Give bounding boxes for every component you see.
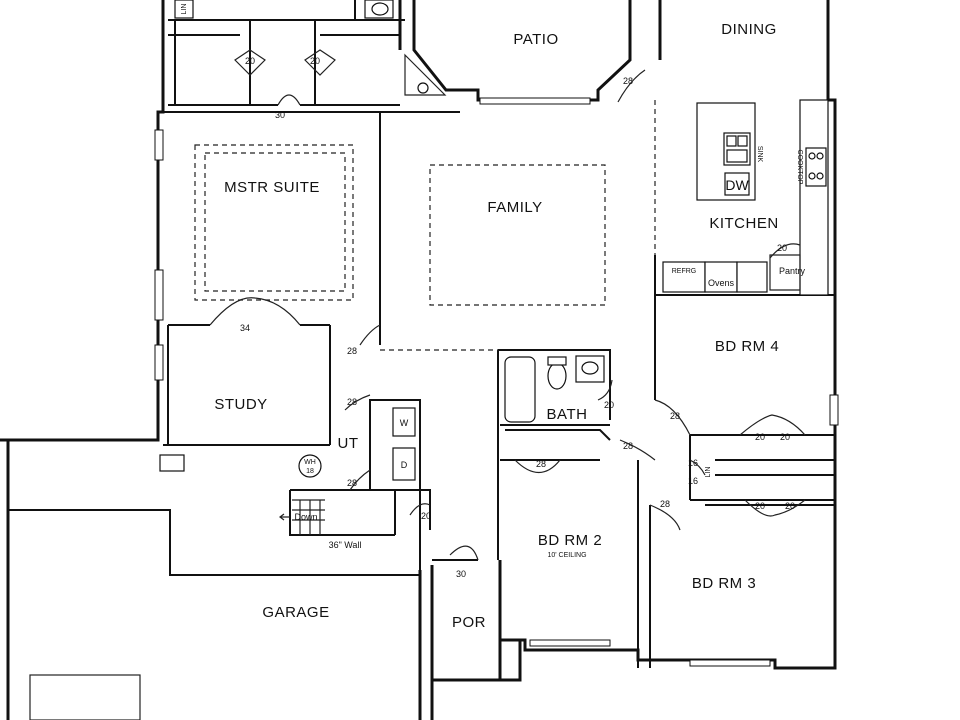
door-label: 30: [456, 569, 466, 579]
mstr-ceiling-inner: [204, 152, 346, 292]
door-labels: 20 20 30 28 20 34 28 28 28 20 28 28 20 2…: [240, 56, 795, 579]
fixture-labels: REFRG Ovens Pantry SINK DW COOKTOP W D W…: [181, 4, 806, 550]
door-label: 20: [310, 56, 320, 66]
room-labels: PATIO DINING MSTR SUITE FAMILY KITCHEN B…: [214, 21, 779, 631]
water-heater: [298, 454, 322, 478]
door-label: 16: [688, 476, 698, 486]
label-cooktop: COOKTOP: [796, 150, 803, 185]
bath-fixtures: [504, 355, 605, 423]
room-bd-rm-3: BD RM 3: [692, 575, 756, 592]
cooktop: [805, 147, 827, 187]
door-label: 20: [755, 501, 765, 511]
refrigerator: [662, 261, 706, 293]
bd-rm-2-ceiling-note: 10' CEILING: [547, 552, 586, 559]
bathtub: [504, 356, 536, 423]
room-patio: PATIO: [513, 31, 558, 48]
room-family: FAMILY: [487, 199, 542, 216]
room-study: STUDY: [214, 396, 267, 413]
kitchen-fixtures: [662, 99, 829, 296]
door-swings: [209, 49, 806, 561]
room-bd-rm-4: BD RM 4: [715, 338, 779, 355]
door-label: 20: [245, 56, 255, 66]
window-mstr-b: [154, 269, 164, 321]
label-water-heater: WH: [304, 459, 316, 466]
label-dw: DW: [725, 177, 749, 193]
door-label: 28: [623, 76, 633, 86]
label-washer: W: [400, 418, 409, 428]
kitchen-counter: [799, 99, 829, 296]
door-label: 20: [421, 511, 431, 521]
door-label: 20: [755, 432, 765, 442]
door-label: 28: [347, 397, 357, 407]
room-bd-rm-2: BD RM 2: [538, 532, 602, 549]
interior-walls: [8, 0, 835, 680]
door-label: 20: [604, 400, 614, 410]
window-bd2: [529, 639, 611, 647]
dishwasher: [724, 172, 750, 196]
room-garage: GARAGE: [262, 604, 329, 621]
window-patio: [479, 97, 591, 105]
label-linen-hall: LIN: [705, 467, 712, 478]
door-label: 34: [240, 323, 250, 333]
room-ut: UT: [338, 435, 359, 452]
window-bd4: [829, 394, 839, 426]
dashed-lines: [194, 100, 656, 351]
door-label: 28: [670, 411, 680, 421]
washer: [392, 407, 416, 437]
room-por: POR: [452, 614, 486, 631]
door-label: 28: [623, 441, 633, 451]
door-label: 28: [347, 478, 357, 488]
garage-sink: [159, 454, 185, 472]
door-label: 30: [275, 110, 285, 120]
label-down: Down: [294, 512, 317, 522]
room-kitchen: KITCHEN: [709, 215, 778, 232]
ovens: [704, 261, 738, 293]
label-linen-top: LIN: [181, 4, 188, 15]
family-ceiling: [429, 164, 606, 306]
label-water-heater-num: 18: [306, 468, 314, 475]
room-bath: BATH: [547, 406, 588, 423]
door-label: 28: [536, 459, 546, 469]
window-study: [154, 344, 164, 381]
door-label: 16: [688, 458, 698, 468]
door-label: 28: [347, 346, 357, 356]
water-closet-corner: [404, 53, 447, 96]
toilet: [547, 362, 567, 390]
label-pantry: Pantry: [779, 266, 806, 276]
door-label: 20: [785, 501, 795, 511]
dryer: [392, 447, 416, 481]
pantry: [769, 254, 801, 291]
garage-storage: [29, 674, 141, 720]
label-dryer: D: [401, 460, 408, 470]
label-refrg: REFRG: [672, 268, 697, 275]
utility-fixtures: [29, 407, 416, 720]
label-ovens: Ovens: [708, 278, 735, 288]
window-mstr-a: [154, 129, 164, 161]
mstr-ceiling-outer: [194, 144, 354, 301]
room-dining: DINING: [721, 21, 777, 38]
door-label: 28: [660, 499, 670, 509]
room-mstr-suite: MSTR SUITE: [224, 179, 320, 196]
door-label: 20: [777, 243, 787, 253]
label-36-wall: 36" Wall: [329, 540, 362, 550]
closet-fixtures: [174, 0, 447, 96]
door-label: 20: [780, 432, 790, 442]
label-sink: SINK: [756, 146, 763, 163]
window-bd3: [689, 659, 771, 667]
windows: [154, 97, 839, 667]
